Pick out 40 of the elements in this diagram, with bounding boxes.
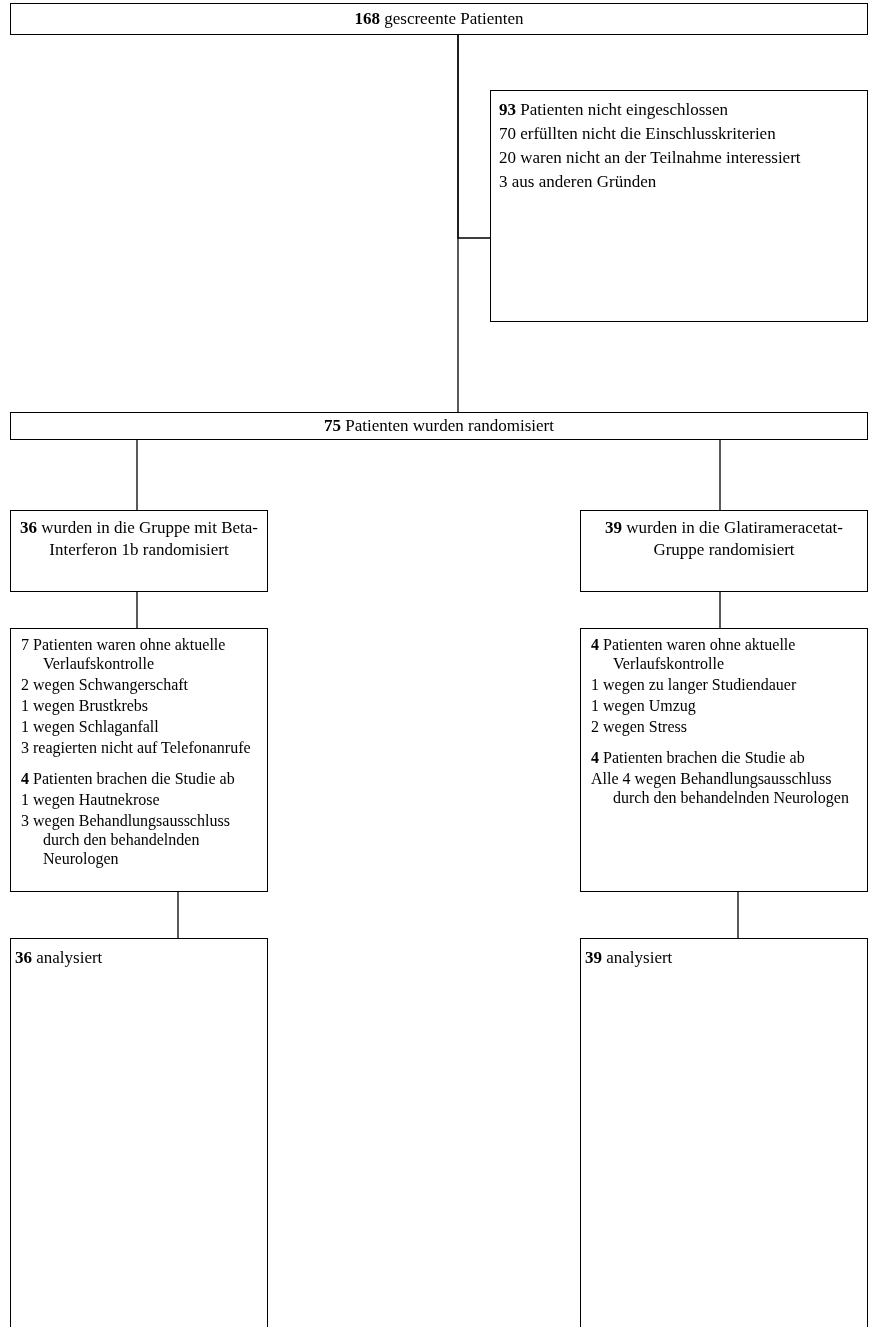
box-text: 2 wegen Schwangerschaft	[21, 675, 190, 694]
box-text: 1 wegen Schlaganfall	[21, 717, 160, 736]
box-text: 3 wegen Behandlungsausschluss durch den behandelnden Neurologen	[21, 811, 231, 868]
process-box	[10, 628, 268, 892]
process-box	[580, 938, 868, 1327]
connector-line	[457, 34, 459, 413]
process-box	[10, 510, 268, 592]
box-text: 4 Patienten waren ohne aktuelle Verlaufskontrolle	[591, 635, 797, 673]
process-box	[490, 90, 868, 322]
box-text: 20 waren nicht an der Teilnahme interessiert	[499, 147, 802, 169]
box-text: 3 aus anderen Gründen	[499, 171, 658, 193]
process-box	[10, 3, 868, 35]
box-text: 1 wegen Hautnekrose	[21, 790, 161, 809]
box-text: 1 wegen Umzug	[591, 696, 697, 715]
connector-line	[719, 439, 721, 511]
box-text: Alle 4 wegen Behandlungsausschluss durch den behandelnden Neurologen	[591, 769, 850, 807]
box-text: 36 wurden in die Gruppe mit Beta-Interferon 1b randomisiert	[19, 517, 259, 561]
connector-line	[136, 439, 138, 511]
box-text: 39 wurden in die Glatirameracetat-Gruppe randomisiert	[604, 517, 844, 561]
box-text: 1 wegen zu langer Studiendauer	[591, 675, 798, 694]
connector-line	[136, 591, 138, 629]
box-text: 168 gescreente Patienten	[353, 8, 525, 30]
box-text: 93 Patienten nicht eingeschlossen	[499, 99, 729, 121]
connector-line	[737, 891, 739, 939]
box-text: 70 erfüllten nicht die Einschlusskriterien	[499, 123, 777, 145]
box-text: 39 analysiert	[585, 947, 674, 969]
box-text: 36 analysiert	[15, 947, 104, 969]
connector-line	[177, 891, 179, 939]
box-text: 2 wegen Stress	[591, 717, 688, 736]
process-box	[10, 938, 268, 1327]
box-text: 1 wegen Brustkrebs	[21, 696, 150, 715]
box-text: 7 Patienten waren ohne aktuelle Verlaufskontrolle	[21, 635, 227, 673]
process-box	[10, 412, 868, 440]
connector-line	[719, 591, 721, 629]
box-text: 3 reagierten nicht auf Telefonanrufe	[21, 738, 252, 757]
process-box	[580, 510, 868, 592]
box-text: 75 Patienten wurden randomisiert	[323, 415, 555, 437]
process-box	[580, 628, 868, 892]
box-text: 4 Patienten brachen die Studie ab	[21, 769, 236, 788]
box-text: 4 Patienten brachen die Studie ab	[591, 748, 806, 767]
